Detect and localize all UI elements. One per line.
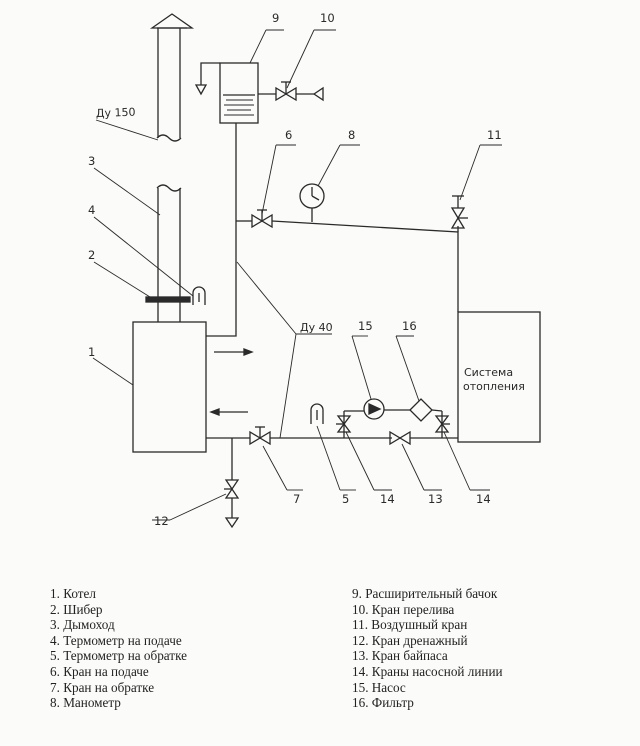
svg-text:10: 10 [320, 11, 335, 25]
heating-system-label-1: Система [464, 366, 513, 379]
callout-9: 9 [249, 11, 284, 64]
callout-13: 13 [401, 443, 443, 506]
dn40-label: Ду 40 [300, 321, 333, 334]
legend-item: 7. Кран на обратке [50, 679, 155, 695]
svg-text:6: 6 [285, 128, 292, 142]
drain-funnel [224, 517, 240, 529]
svg-text:9: 9 [272, 11, 279, 25]
tank-vent-funnel [194, 84, 208, 96]
legend-item: 16. Фильтр [352, 695, 414, 711]
callout-2: 2 [88, 248, 151, 298]
pump-line-valve-left [336, 415, 352, 433]
svg-text:1: 1 [88, 345, 95, 359]
return-thermometer [310, 403, 324, 424]
callout-8: 8 [317, 128, 360, 187]
svg-text:14: 14 [380, 492, 395, 506]
pump [363, 398, 385, 420]
bypass-valve [389, 430, 411, 446]
legend-item: 6. Кран на подаче [50, 663, 149, 679]
callout-14-left: 14 [345, 431, 395, 506]
legend-item: 1. Котел [50, 586, 96, 601]
legend-item: 12. Кран дренажный [352, 632, 468, 648]
legend-item: 5. Термометр на обратке [50, 648, 187, 664]
dn150-label: Ду 150 [96, 106, 136, 120]
svg-text:16: 16 [402, 319, 417, 333]
chimney-cap [149, 13, 195, 29]
legend-item: 14. Краны насосной линии [352, 663, 503, 679]
tank-vent-pipe [200, 62, 220, 85]
heating-scheme-diagram: Система отопления Д [88, 11, 541, 529]
svg-text:13: 13 [428, 492, 443, 506]
legend-right: 9. Расширительный бачок 10. Кран перелив… [352, 586, 503, 711]
svg-text:2: 2 [88, 248, 95, 262]
svg-text:14: 14 [476, 492, 491, 506]
svg-text:12: 12 [154, 514, 169, 528]
legend-item: 13. Кран байпаса [352, 648, 448, 664]
svg-text:8: 8 [348, 128, 355, 142]
legend-item: 10. Кран перелива [352, 601, 455, 617]
boiler [132, 321, 207, 453]
legend-item: 2. Шибер [50, 601, 103, 617]
overflow-funnel [312, 86, 324, 102]
callout-7: 7 [262, 445, 303, 506]
heating-system-label-2: отопления [463, 380, 525, 393]
callout-6: 6 [261, 128, 296, 215]
pump-line-valve-right [434, 415, 450, 433]
manometer [299, 183, 325, 209]
callout-15: 15 [351, 319, 373, 400]
callout-11: 11 [459, 128, 502, 201]
flow-arrow-out [214, 348, 254, 356]
supply-pipe [206, 112, 237, 337]
supply-line-to-system [271, 220, 459, 312]
legend-left: 1. Котел 2. Шибер 3. Дымоход 4. Термомет… [50, 586, 187, 711]
legend-item: 9. Расширительный бачок [352, 586, 498, 601]
expansion-tank [219, 62, 259, 124]
legend-item: 4. Термометр на подаче [50, 632, 182, 648]
callout-12: 12 [152, 493, 227, 528]
legend-item: 3. Дымоход [50, 617, 115, 633]
chimney [149, 13, 195, 322]
flow-arrow-in [209, 408, 248, 416]
callout-3: 3 [88, 154, 161, 216]
supply-thermometer [192, 286, 206, 305]
legend-item: 15. Насос [352, 679, 406, 695]
callout-10: 10 [286, 11, 336, 89]
callout-14-right: 14 [443, 431, 491, 506]
svg-text:3: 3 [88, 154, 95, 168]
legend-item: 11. Воздушный кран [352, 617, 468, 633]
callout-1: 1 [88, 345, 134, 386]
svg-text:7: 7 [293, 492, 300, 506]
legend-item: 8. Манометр [50, 695, 121, 711]
svg-text:4: 4 [88, 203, 95, 217]
heating-system-box [457, 311, 541, 443]
callout-5: 5 [316, 425, 356, 506]
filter [409, 398, 433, 422]
damper [145, 296, 191, 303]
svg-text:15: 15 [358, 319, 373, 333]
callout-16: 16 [395, 319, 420, 402]
svg-text:5: 5 [342, 492, 349, 506]
callout-4: 4 [88, 203, 194, 297]
svg-text:11: 11 [487, 128, 502, 142]
